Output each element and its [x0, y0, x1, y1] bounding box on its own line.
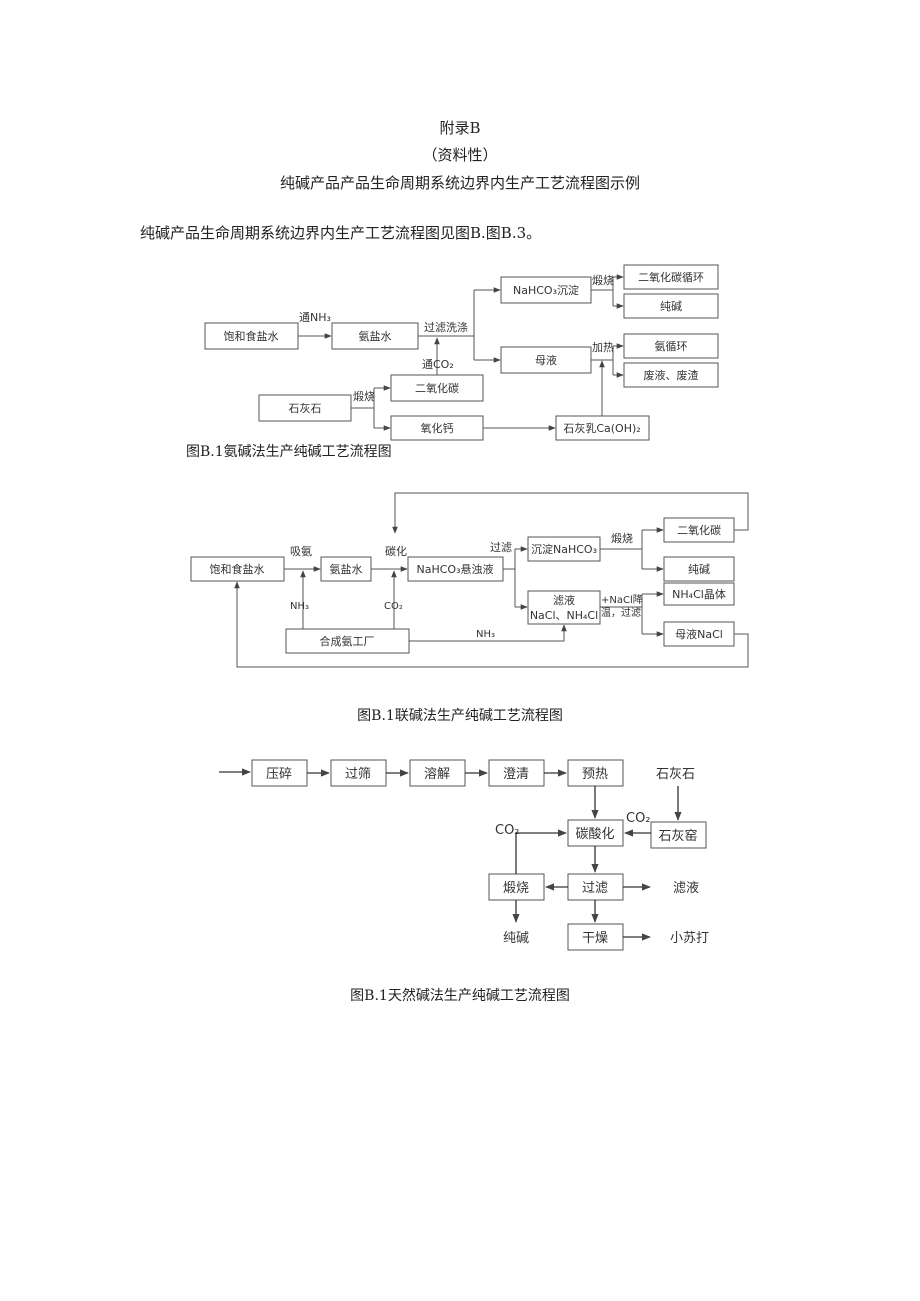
fig1-node-waste: 废液、废渣	[644, 368, 699, 382]
fig1-label-pass-nh3: 通NH₃	[299, 311, 331, 324]
fig1-box-cao	[390, 415, 484, 441]
fig1-label-filter-wash: 过滤洗涤	[424, 320, 468, 334]
fig1-box-waste	[623, 362, 719, 388]
fig1-node-soda: 纯碱	[660, 300, 682, 313]
fig3-node-dissolve: 溶解	[424, 767, 450, 782]
appendix-label: 附录B	[439, 119, 481, 137]
fig1-label-calcine-stone: 煅烧	[353, 389, 375, 403]
fig2-node-ammonia-plant: 合成氨工厂	[320, 634, 375, 648]
fig1-box-ammonia-brine	[331, 322, 419, 350]
fig2-node-mother-nacl: 母液NaCl	[675, 627, 723, 641]
fig2-box-ammonia-plant	[285, 628, 410, 654]
fig2-box-mother-nacl	[663, 621, 735, 647]
fig1-node-nh3-cycle: 氨循环	[655, 340, 688, 353]
fig2-node-brine: 饱和食盐水	[210, 562, 265, 576]
fig1-box-co2-cycle	[623, 264, 719, 290]
fig1-node-ammonia-brine: 氨盐水	[359, 330, 392, 343]
fig1-label-calcine-top: 煅烧	[592, 273, 614, 287]
fig1-node-co2-cycle: 二氧化碳循环	[638, 270, 704, 284]
fig1-node-mother-liquor: 母液	[535, 353, 557, 367]
fig3-box-kiln	[650, 821, 707, 849]
fig2-node-ammonia-brine: 氨盐水	[330, 563, 363, 576]
fig1-box-nh3-cycle	[623, 333, 719, 359]
fig2-label-calcine: 煅烧	[611, 531, 633, 545]
fig2-box-ammonia-brine	[320, 556, 372, 582]
fig1-label-pass-co2: 通CO₂	[422, 358, 454, 371]
fig2-node-co2: 二氧化碳	[677, 523, 721, 537]
figure-2-diagram: 饱和食盐水 氨盐水 NaHCO₃悬浊液 沉淀NaHCO₃ 滤液 NaCl、NH₄…	[190, 492, 749, 668]
fig1-node-limestone: 石灰石	[289, 401, 322, 415]
fig1-node-cao: 氧化钙	[421, 421, 454, 435]
fig2-box-ppt	[527, 536, 601, 562]
figure-1-caption: 图B.1氨碱法生产纯碱工艺流程图	[186, 444, 392, 460]
fig1-box-nahco3	[500, 276, 592, 304]
fig3-box-sieve	[330, 759, 387, 787]
fig2-node-filtrate: 滤液	[553, 593, 575, 607]
fig2-label-absorb-nh3: 吸氨	[290, 545, 312, 558]
fig3-node-dry: 干燥	[582, 931, 608, 946]
fig1-node-lime-milk: 石灰乳Ca(OH)₂	[563, 421, 640, 435]
fig2-node-nh4cl: NH₄Cl晶体	[672, 587, 726, 601]
intro-paragraph: 纯碱产品生命周期系统边界内生产工艺流程图见图B.图B.3。	[140, 224, 542, 242]
fig2-label-co2-mid: CO₂	[384, 601, 403, 612]
fig1-box-brine	[204, 322, 299, 350]
fig1-node-brine: 饱和食盐水	[224, 329, 279, 343]
fig3-label-limestone: 石灰石	[656, 767, 695, 782]
fig2-label-carbonize: 碳化	[385, 544, 407, 558]
fig2-box-suspension	[407, 556, 504, 582]
fig1-box-soda	[623, 293, 719, 319]
appendix-title: 纯碱产品产品生命周期系统边界内生产工艺流程图示例	[279, 174, 640, 192]
fig1-node-co2: 二氧化碳	[415, 381, 459, 395]
fig3-box-clarify	[488, 759, 545, 787]
figure-3-caption: 图B.1天然碱法生产纯碱工艺流程图	[350, 988, 570, 1004]
fig3-label-filtrate: 滤液	[673, 881, 699, 896]
fig3-label-co2-right: CO₂	[626, 811, 651, 826]
fig1-box-co2	[390, 374, 484, 402]
fig3-node-sieve: 过筛	[345, 767, 371, 782]
fig3-node-carbonate: 碳酸化	[575, 827, 614, 842]
fig3-node-preheat: 预热	[582, 767, 608, 782]
figure-3-diagram: 压碎 过筛 溶解 澄清 预热 石灰石 碳酸化 石灰窑 CO₂ 过滤 滤液 煅烧 …	[219, 759, 709, 951]
fig2-node-filtrate-detail: NaCl、NH₄Cl	[530, 609, 598, 622]
fig2-node-soda: 纯碱	[688, 563, 710, 576]
fig1-node-nahco3: NaHCO₃沉淀	[513, 283, 579, 297]
fig2-node-ppt: 沉淀NaHCO₃	[531, 542, 597, 556]
fig3-box-dissolve	[409, 759, 466, 787]
fig3-node-kiln: 石灰窑	[658, 828, 697, 844]
fig2-node-suspension: NaHCO₃悬浊液	[417, 562, 494, 576]
fig2-box-brine	[190, 556, 285, 582]
fig3-box-carbonate	[567, 819, 624, 847]
fig1-label-heat: 加热	[592, 341, 614, 354]
figure-1-diagram: 饱和食盐水 氨盐水 NaHCO₃沉淀 母液 石灰石 二氧化碳 氧化钙 石灰乳Ca…	[204, 264, 719, 441]
fig3-label-baking-soda: 小苏打	[670, 930, 709, 946]
fig2-label-nh3-bottom: NH₃	[476, 629, 495, 640]
fig3-node-calcine: 煅烧	[503, 880, 529, 896]
fig2-label-nh3-left: NH₃	[290, 601, 309, 612]
fig3-label-co2-left: CO₂	[495, 823, 520, 838]
appendix-nature: （资料性）	[422, 146, 498, 164]
fig2-box-nh4cl	[663, 582, 735, 606]
fig2-label-nacl-2: 温，过滤	[601, 606, 641, 619]
fig2-label-filter: 过滤	[490, 541, 512, 554]
fig2-label-nacl-1: +NaCl降	[601, 593, 643, 606]
fig3-node-crush: 压碎	[266, 767, 292, 782]
fig3-node-filter: 过滤	[582, 881, 608, 896]
figure-2-caption: 图B.1联碱法生产纯碱工艺流程图	[357, 708, 563, 724]
fig2-box-soda	[663, 556, 735, 582]
fig3-node-clarify: 澄清	[503, 767, 529, 782]
fig3-box-dry	[567, 923, 624, 951]
fig3-label-soda: 纯碱	[503, 931, 529, 946]
fig1-box-mother-liquor	[500, 346, 592, 374]
